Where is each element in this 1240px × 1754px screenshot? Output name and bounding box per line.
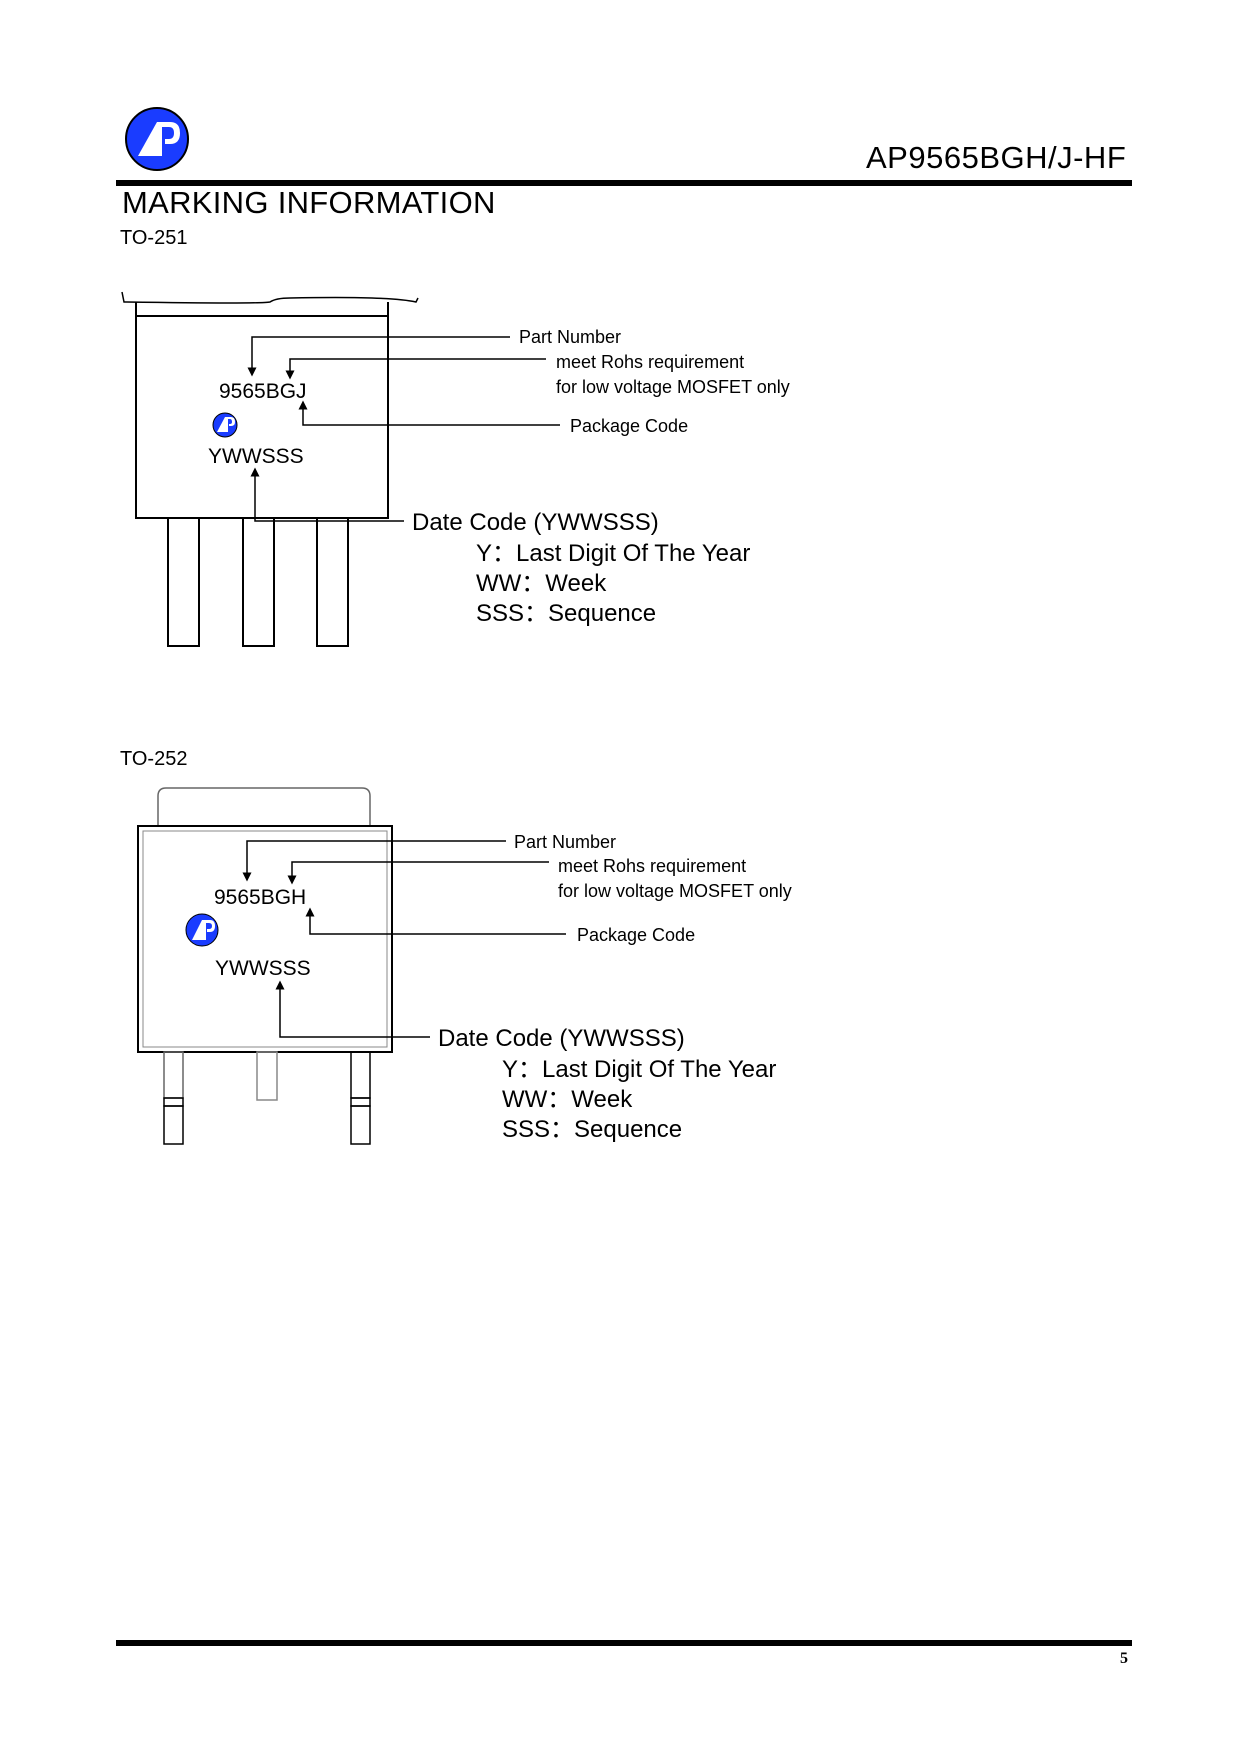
to252-part-number-label: Part Number xyxy=(514,832,616,852)
to252-top-tab xyxy=(157,787,371,825)
to251-lead-1 xyxy=(167,517,200,647)
to251-lead-2 xyxy=(242,517,275,647)
to252-rohs-line2: for low voltage MOSFET only xyxy=(558,881,792,901)
to251-lead-3 xyxy=(316,517,349,647)
to251-part-number-label: Part Number xyxy=(519,327,621,347)
to252-sss-line: SSS：Sequence xyxy=(502,1116,682,1143)
to251-sss-line: SSS：Sequence xyxy=(476,600,656,627)
to251-y-line: Y：Last Digit Of The Year xyxy=(476,540,750,567)
to251-top-edge xyxy=(121,291,419,304)
to252-package-label: TO-252 xyxy=(120,748,188,770)
to251-rohs-line1: meet Rohs requirement xyxy=(556,352,744,372)
page-number: 5 xyxy=(1120,1650,1128,1667)
to251-chip-part-number: 9565BGJ xyxy=(219,380,307,403)
to252-rohs-line1: meet Rohs requirement xyxy=(558,856,746,876)
to252-date-code-title: Date Code (YWWSSS) xyxy=(438,1025,685,1052)
to251-date-code-title: Date Code (YWWSSS) xyxy=(412,509,659,536)
to251-marking-diagram: 9565BGJ YWWSSS Part Number meet Rohs req… xyxy=(121,291,790,647)
to252-package-code-label: Package Code xyxy=(577,925,695,945)
to251-rohs-line2: for low voltage MOSFET only xyxy=(556,377,790,397)
header-rule xyxy=(116,180,1132,186)
part-number-title: AP9565BGH/J-HF xyxy=(866,140,1127,175)
to252-lead-2 xyxy=(256,1051,278,1101)
to252-chip-part-number: 9565BGH xyxy=(214,886,306,909)
to252-ww-line: WW：Week xyxy=(502,1086,633,1113)
to252-chip-date-code: YWWSSS xyxy=(215,957,311,980)
to252-lead-3 xyxy=(350,1051,371,1145)
to252-marking-diagram: 9565BGH YWWSSS Part Number meet Rohs req… xyxy=(137,787,792,1145)
to251-chip-date-code: YWWSSS xyxy=(208,445,304,468)
to251-package-code-label: Package Code xyxy=(570,416,688,436)
to251-package-label: TO-251 xyxy=(120,227,188,249)
ap-logo-icon xyxy=(125,107,189,171)
to252-package-body xyxy=(137,825,393,1053)
to251-chip-logo-icon xyxy=(212,412,238,438)
to252-lead-1 xyxy=(163,1051,184,1145)
to251-ww-line: WW：Week xyxy=(476,570,607,597)
to252-chip-logo-icon xyxy=(185,913,219,947)
section-title: MARKING INFORMATION xyxy=(122,185,496,220)
footer-rule xyxy=(116,1640,1132,1646)
to252-y-line: Y：Last Digit Of The Year xyxy=(502,1056,776,1083)
